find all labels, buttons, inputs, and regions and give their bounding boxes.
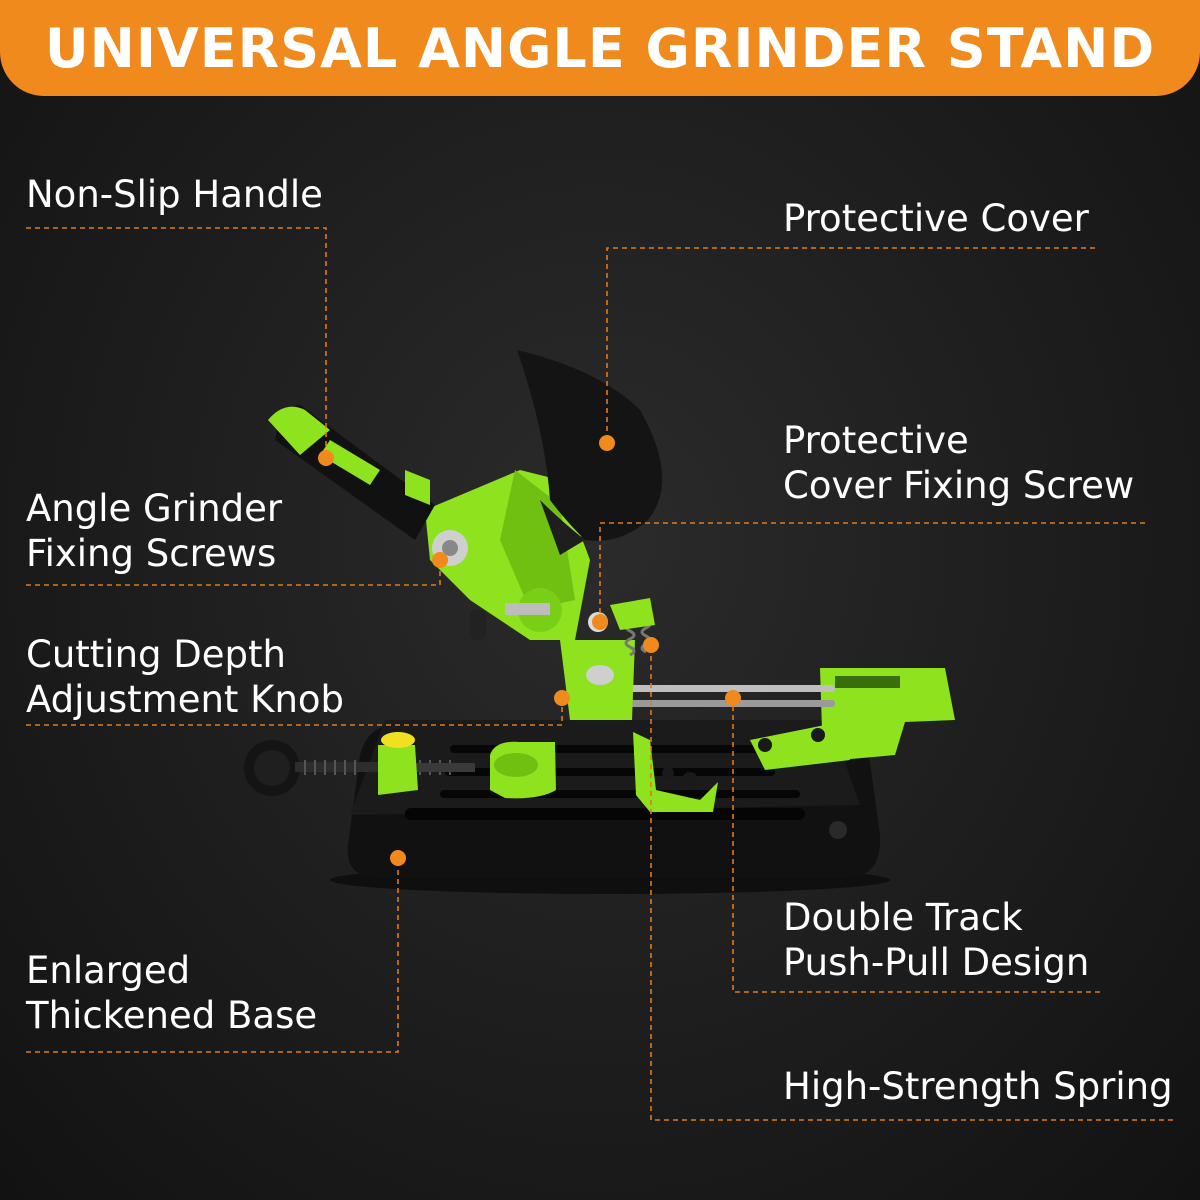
label-non-slip-handle: Non-Slip Handle: [26, 173, 323, 216]
label-protective-cover-fixing-screw: Protective Cover Fixing Screw: [783, 419, 1135, 507]
leader-lines: [26, 227, 1173, 1121]
label-protective-cover: Protective Cover: [783, 197, 1089, 240]
callout-dots: [318, 435, 741, 866]
label-cutting-depth-adjustment-knob: Cutting Depth Adjustment Knob: [26, 633, 345, 721]
label-enlarged-thickened-base: Enlarged Thickened Base: [26, 949, 318, 1037]
slide-block: [820, 668, 955, 760]
label-high-strength-spring: High-Strength Spring: [783, 1065, 1173, 1108]
title-banner: UNIVERSAL ANGLE GRINDER STAND: [0, 0, 1200, 96]
non-slip-handle: [268, 405, 435, 540]
angle-fence: [633, 732, 718, 812]
rail-bottom: [570, 700, 835, 707]
banner-title: UNIVERSAL ANGLE GRINDER STAND: [44, 16, 1156, 80]
label-double-track-push-pull-design: Double Track Push-Pull Design: [783, 896, 1090, 984]
vise-jaw: [378, 745, 418, 795]
rail-top: [570, 685, 835, 692]
protective-cover: [517, 350, 663, 541]
label-angle-grinder-fixing-screws: Angle Grinder Fixing Screws: [26, 487, 283, 575]
